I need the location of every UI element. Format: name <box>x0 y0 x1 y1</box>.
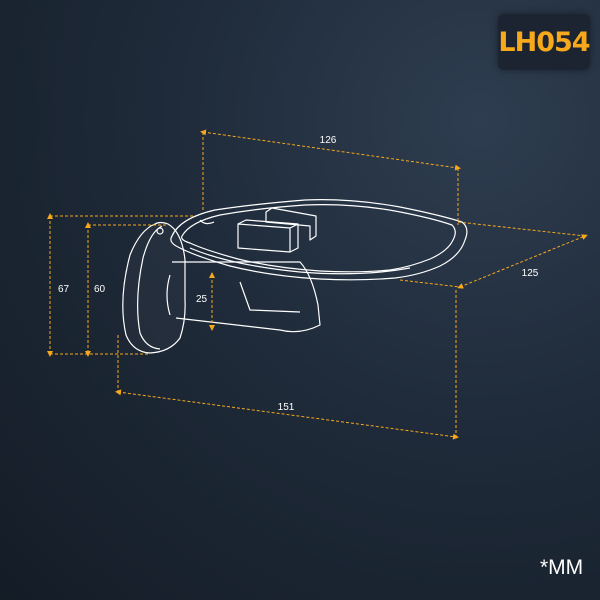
dim-label-height-inner: 60 <box>94 284 106 295</box>
product-code: LH054 <box>498 26 590 58</box>
dim-label-height-outer: 67 <box>58 284 70 295</box>
wall-plate <box>122 221 186 354</box>
product-code-badge: LH054 <box>498 14 591 70</box>
dim-label-depth: 125 <box>522 268 539 279</box>
dish-rim-inner <box>181 204 456 273</box>
dim-label-total-length: 151 <box>278 402 295 413</box>
soap-holder-outline <box>122 199 468 354</box>
dim-label-arm-height: 25 <box>196 294 208 305</box>
unit-label: *MM <box>540 556 584 579</box>
connecting-arm <box>172 261 321 333</box>
dim-label-top-width: 126 <box>320 135 337 146</box>
drain-block-left <box>237 223 291 253</box>
drain-block-right <box>265 207 317 241</box>
dimension-lines <box>47 129 588 440</box>
dish-rim-outer <box>170 199 468 281</box>
